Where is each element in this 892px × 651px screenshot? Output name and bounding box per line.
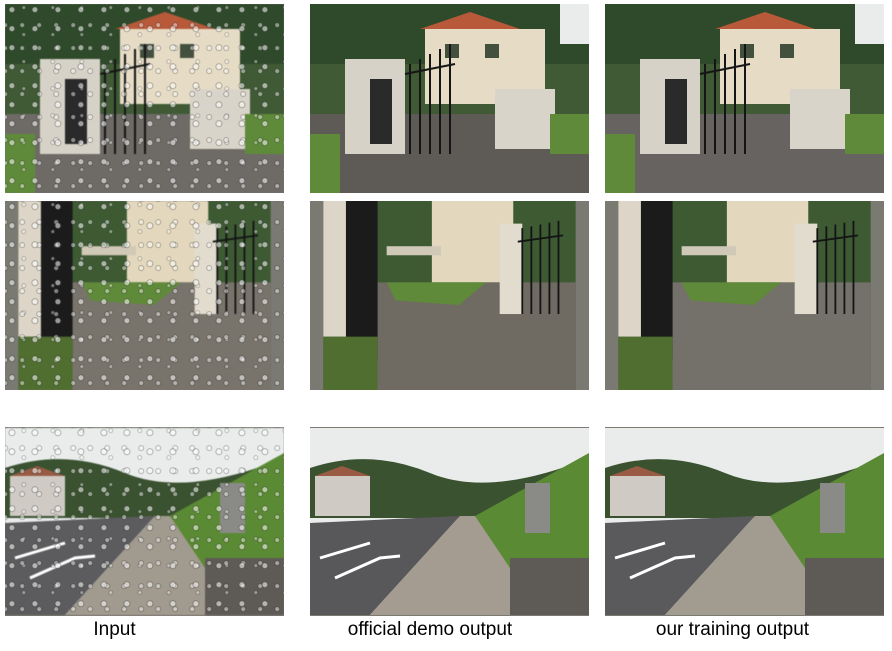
row1-input-image — [5, 4, 284, 193]
row1-official-output-image — [310, 4, 589, 193]
driveway-gate-scene — [18, 201, 271, 390]
row1-our-output-image — [605, 4, 884, 193]
row2-input-image — [5, 201, 284, 390]
caption-input: Input — [93, 619, 136, 640]
street-sidewalk-scene — [5, 428, 284, 615]
row2-our-output-image — [605, 201, 884, 390]
driveway-gate-scene — [323, 201, 576, 390]
row3-official-output-image — [310, 427, 589, 616]
row3-input-image — [5, 427, 284, 616]
caption-our-training-output: our training output — [655, 619, 810, 640]
street-sidewalk-scene — [310, 428, 589, 615]
house-gate-scene — [310, 4, 589, 193]
row3-our-output-image — [605, 427, 884, 616]
caption-official-demo-output: official demo output — [347, 619, 513, 640]
row2-official-output-image — [310, 201, 589, 390]
driveway-gate-scene — [618, 201, 871, 390]
street-sidewalk-scene — [605, 428, 884, 615]
house-gate-scene — [5, 4, 284, 193]
house-gate-scene — [605, 4, 884, 193]
